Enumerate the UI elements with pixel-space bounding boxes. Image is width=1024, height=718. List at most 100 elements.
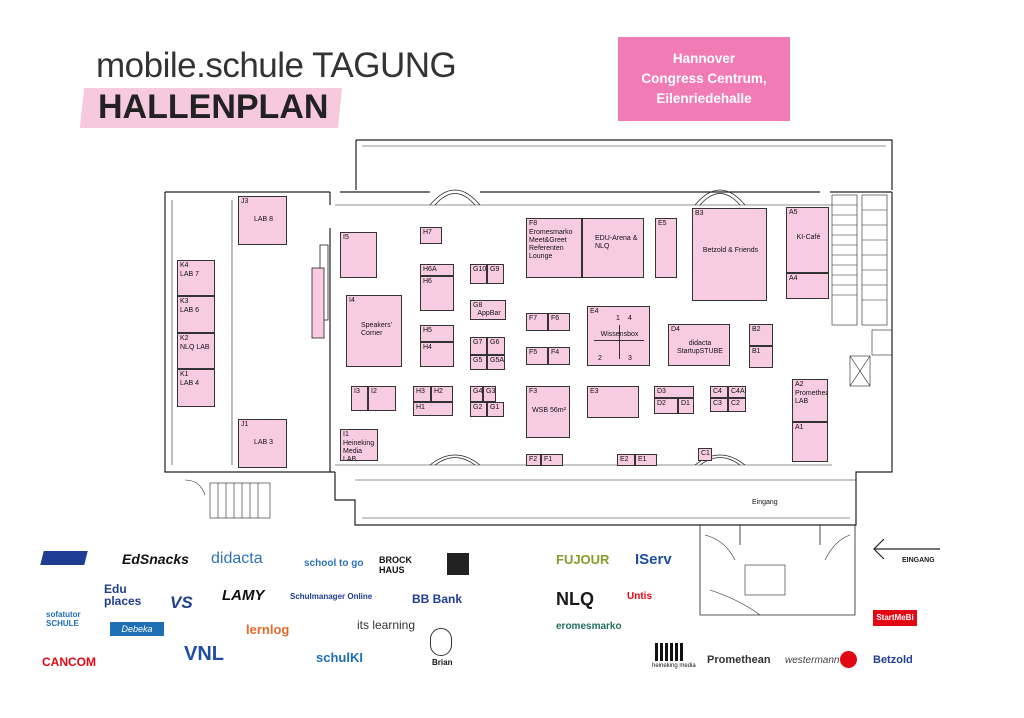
venue-line-1: Hannover bbox=[672, 51, 736, 66]
stand-d2[interactable]: D2 bbox=[654, 398, 678, 414]
promethean-logo: Promethean bbox=[707, 654, 771, 666]
wissensbox-divider-v bbox=[619, 325, 620, 359]
stand-name-label: EDU-Arena & NLQ bbox=[595, 235, 638, 250]
stand-h3[interactable]: H3 bbox=[413, 386, 431, 402]
venue-line-2: Congress Centrum, bbox=[641, 71, 767, 86]
stand-i5[interactable]: I5 bbox=[340, 232, 377, 278]
lernlog-logo: lernlog bbox=[246, 622, 290, 637]
stand-id-label: A5 bbox=[789, 209, 798, 216]
stand-id-label: E3 bbox=[590, 388, 599, 395]
stand-id-label: I1 bbox=[343, 431, 349, 438]
stand-h6[interactable]: H6 bbox=[420, 276, 454, 311]
stand-e2[interactable]: E2 bbox=[617, 454, 635, 466]
stand-id-label: E1 bbox=[638, 456, 647, 463]
stand-e3[interactable]: E3 bbox=[587, 386, 639, 418]
stand-a2[interactable]: A2Promethean LAB bbox=[792, 379, 828, 422]
stand-id-label: I2 bbox=[371, 388, 377, 395]
stand-id-label: G6 bbox=[490, 339, 500, 346]
wissensbox-quadrant: 4 bbox=[628, 315, 632, 322]
stand-g7[interactable]: G7 bbox=[470, 337, 487, 355]
stand-id-label: B3 bbox=[695, 210, 704, 217]
stand-e5[interactable]: E5 bbox=[655, 218, 677, 278]
westermann-logo: westermann bbox=[785, 655, 840, 666]
stand-id-label: G4 bbox=[473, 388, 483, 395]
vs-logo: VS bbox=[170, 593, 193, 612]
stand-d1[interactable]: D1 bbox=[678, 398, 694, 414]
stand-id-label: H7 bbox=[423, 229, 432, 236]
stand-a4[interactable]: A4 bbox=[786, 273, 829, 299]
stand-name-label: LAB 7 bbox=[180, 271, 200, 278]
stand-h4[interactable]: H4 bbox=[420, 342, 454, 367]
stand-i3[interactable]: I3 bbox=[351, 386, 368, 411]
wissensbox-quadrant: 2 bbox=[598, 355, 602, 362]
stand-f1[interactable]: F1 bbox=[541, 454, 563, 466]
stand-h7[interactable]: H7 bbox=[420, 227, 442, 244]
stand-id-label: F4 bbox=[551, 349, 560, 356]
cancom-logo: CANCOM bbox=[42, 655, 96, 669]
startmebi-logo: StartMeBi bbox=[873, 610, 917, 626]
stand-e1[interactable]: E1 bbox=[635, 454, 657, 466]
stand-g9[interactable]: G9 bbox=[487, 264, 504, 284]
stand-c4a[interactable]: C4A bbox=[728, 386, 746, 398]
stand-f5[interactable]: F5 bbox=[526, 347, 548, 365]
stand-d3[interactable]: D3 bbox=[654, 386, 694, 398]
stand-id-label: H6A bbox=[423, 266, 437, 273]
brian-face-icon bbox=[430, 628, 452, 656]
stand-g5a[interactable]: G5A bbox=[487, 355, 505, 370]
stand-c3[interactable]: C3 bbox=[710, 398, 728, 412]
untis-logo: Untis bbox=[627, 591, 652, 602]
stand-id-label: K4 bbox=[180, 262, 189, 269]
stand-c4[interactable]: C4 bbox=[710, 386, 728, 398]
stand-name-label: AppBar bbox=[477, 310, 501, 317]
stand-i2[interactable]: I2 bbox=[368, 386, 396, 411]
stand-f6[interactable]: F6 bbox=[548, 313, 570, 331]
stand-g1[interactable]: G1 bbox=[487, 402, 504, 417]
stand-id-label: K3 bbox=[180, 298, 189, 305]
stand-h1[interactable]: H1 bbox=[413, 402, 453, 416]
stand-id-label: H2 bbox=[434, 388, 443, 395]
stand-name-label: Speakers' Corner bbox=[361, 322, 392, 337]
stand-f2[interactable]: F2 bbox=[526, 454, 541, 466]
stand-h2[interactable]: H2 bbox=[431, 386, 453, 402]
stand-c2[interactable]: C2 bbox=[728, 398, 746, 412]
stand-h5[interactable]: H5 bbox=[420, 325, 454, 342]
stand-b2[interactable]: B2 bbox=[749, 324, 773, 346]
stand-a1[interactable]: A1 bbox=[792, 422, 828, 462]
stand-id-label: C4A bbox=[731, 388, 745, 395]
brockhaus-logo: BROCK HAUS bbox=[379, 555, 412, 575]
stand-f7[interactable]: F7 bbox=[526, 313, 548, 331]
stand-g6[interactable]: G6 bbox=[487, 337, 505, 355]
stand-b1[interactable]: B1 bbox=[749, 346, 773, 368]
stand-g4[interactable]: G4 bbox=[470, 386, 483, 402]
venue-badge: Hannover Congress Centrum, Eilenriedehal… bbox=[618, 37, 790, 121]
stand-g3[interactable]: G3 bbox=[483, 386, 496, 402]
stand-id-label: F6 bbox=[551, 315, 560, 322]
stand-id-label: H6 bbox=[423, 278, 432, 285]
stand-c1[interactable]: C1 bbox=[698, 448, 712, 461]
edsnacks-logo: EdSnacks bbox=[122, 551, 189, 567]
stand-id-label: G5 bbox=[473, 357, 483, 364]
stand-h6a[interactable]: H6A bbox=[420, 264, 454, 276]
stand-g10[interactable]: G10 bbox=[470, 264, 487, 284]
stand-id-label: A1 bbox=[795, 424, 804, 431]
stand-g5[interactable]: G5 bbox=[470, 355, 487, 370]
stand-edu[interactable]: EDU-Arena & NLQ bbox=[582, 218, 644, 278]
stand-f4[interactable]: F4 bbox=[548, 347, 570, 365]
stand-id-label: C4 bbox=[713, 388, 722, 395]
stand-g2[interactable]: G2 bbox=[470, 402, 487, 417]
